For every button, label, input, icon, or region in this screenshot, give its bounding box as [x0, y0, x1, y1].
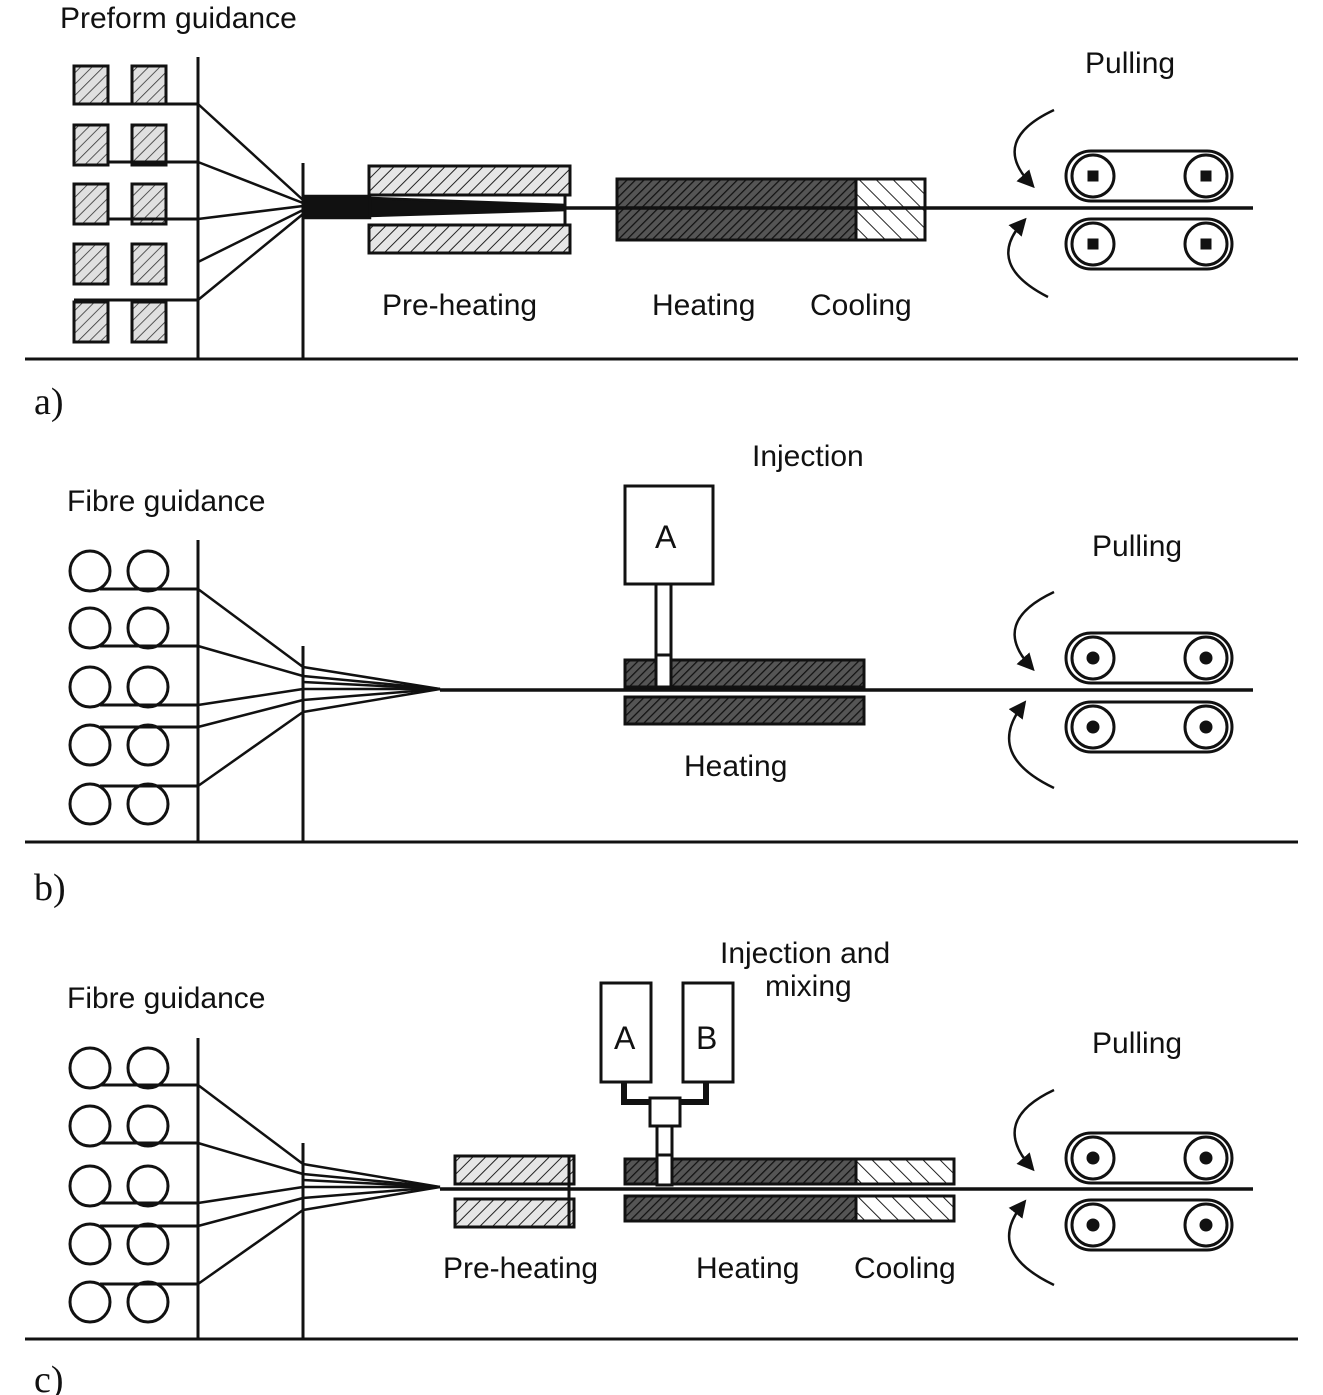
preform-racks: [72, 64, 198, 344]
puller-a: [1064, 149, 1234, 271]
injection-mixing-label-line2: mixing: [765, 970, 852, 1003]
cooling-label-c: Cooling: [854, 1252, 956, 1285]
tank-a-label-b: A: [655, 519, 677, 555]
injection-tank-a-b: [623, 484, 715, 686]
puller-c: [1064, 1131, 1234, 1252]
preheating-die-c: [453, 1154, 576, 1229]
heating-label-c: Heating: [696, 1252, 799, 1285]
heating-die-b: [623, 653, 866, 726]
panel-c: Fibre guidance: [25, 937, 1298, 1395]
strands-b: [197, 587, 441, 788]
puller-b: [1064, 631, 1234, 754]
panel-letter-a: a): [34, 381, 64, 423]
panel-letter-c: c): [34, 1359, 64, 1395]
pull-arrows-b: [1007, 590, 1055, 790]
fibre-guidance-label-c: Fibre guidance: [67, 982, 265, 1015]
fibre-creels-b: [68, 549, 198, 826]
tank-b-label-c: B: [696, 1020, 717, 1056]
preheating-label-a: Pre-heating: [382, 289, 537, 322]
cooling-label-a: Cooling: [810, 289, 912, 322]
pulling-label-a: Pulling: [1085, 47, 1175, 80]
strands-c: [197, 1084, 441, 1286]
fibre-creels-c: [68, 1046, 198, 1324]
pull-arrows-a: [1007, 108, 1055, 299]
preheating-die-a: [367, 164, 572, 255]
tank-a-label-c: A: [614, 1020, 636, 1056]
pulling-label-c: Pulling: [1092, 1027, 1182, 1060]
strands-a: [197, 103, 567, 301]
fibre-guidance-label-b: Fibre guidance: [67, 485, 265, 518]
pull-arrows-c: [1007, 1088, 1055, 1287]
guide-plates-c: [196, 1038, 305, 1338]
panel-a: Preform guidance: [25, 2, 1298, 423]
pulling-label-b: Pulling: [1092, 530, 1182, 563]
preform-guidance-label: Preform guidance: [60, 2, 297, 35]
panel-b: Fibre guidance: [25, 440, 1298, 909]
preheating-label-c: Pre-heating: [443, 1252, 598, 1285]
heating-label-a: Heating: [652, 289, 755, 322]
injection-mixing-label-line1: Injection and: [720, 937, 890, 970]
injection-label-b: Injection: [752, 440, 864, 473]
heating-cooling-die-c: [623, 1153, 956, 1223]
heating-label-b: Heating: [684, 750, 787, 783]
panel-letter-b: b): [34, 867, 66, 909]
